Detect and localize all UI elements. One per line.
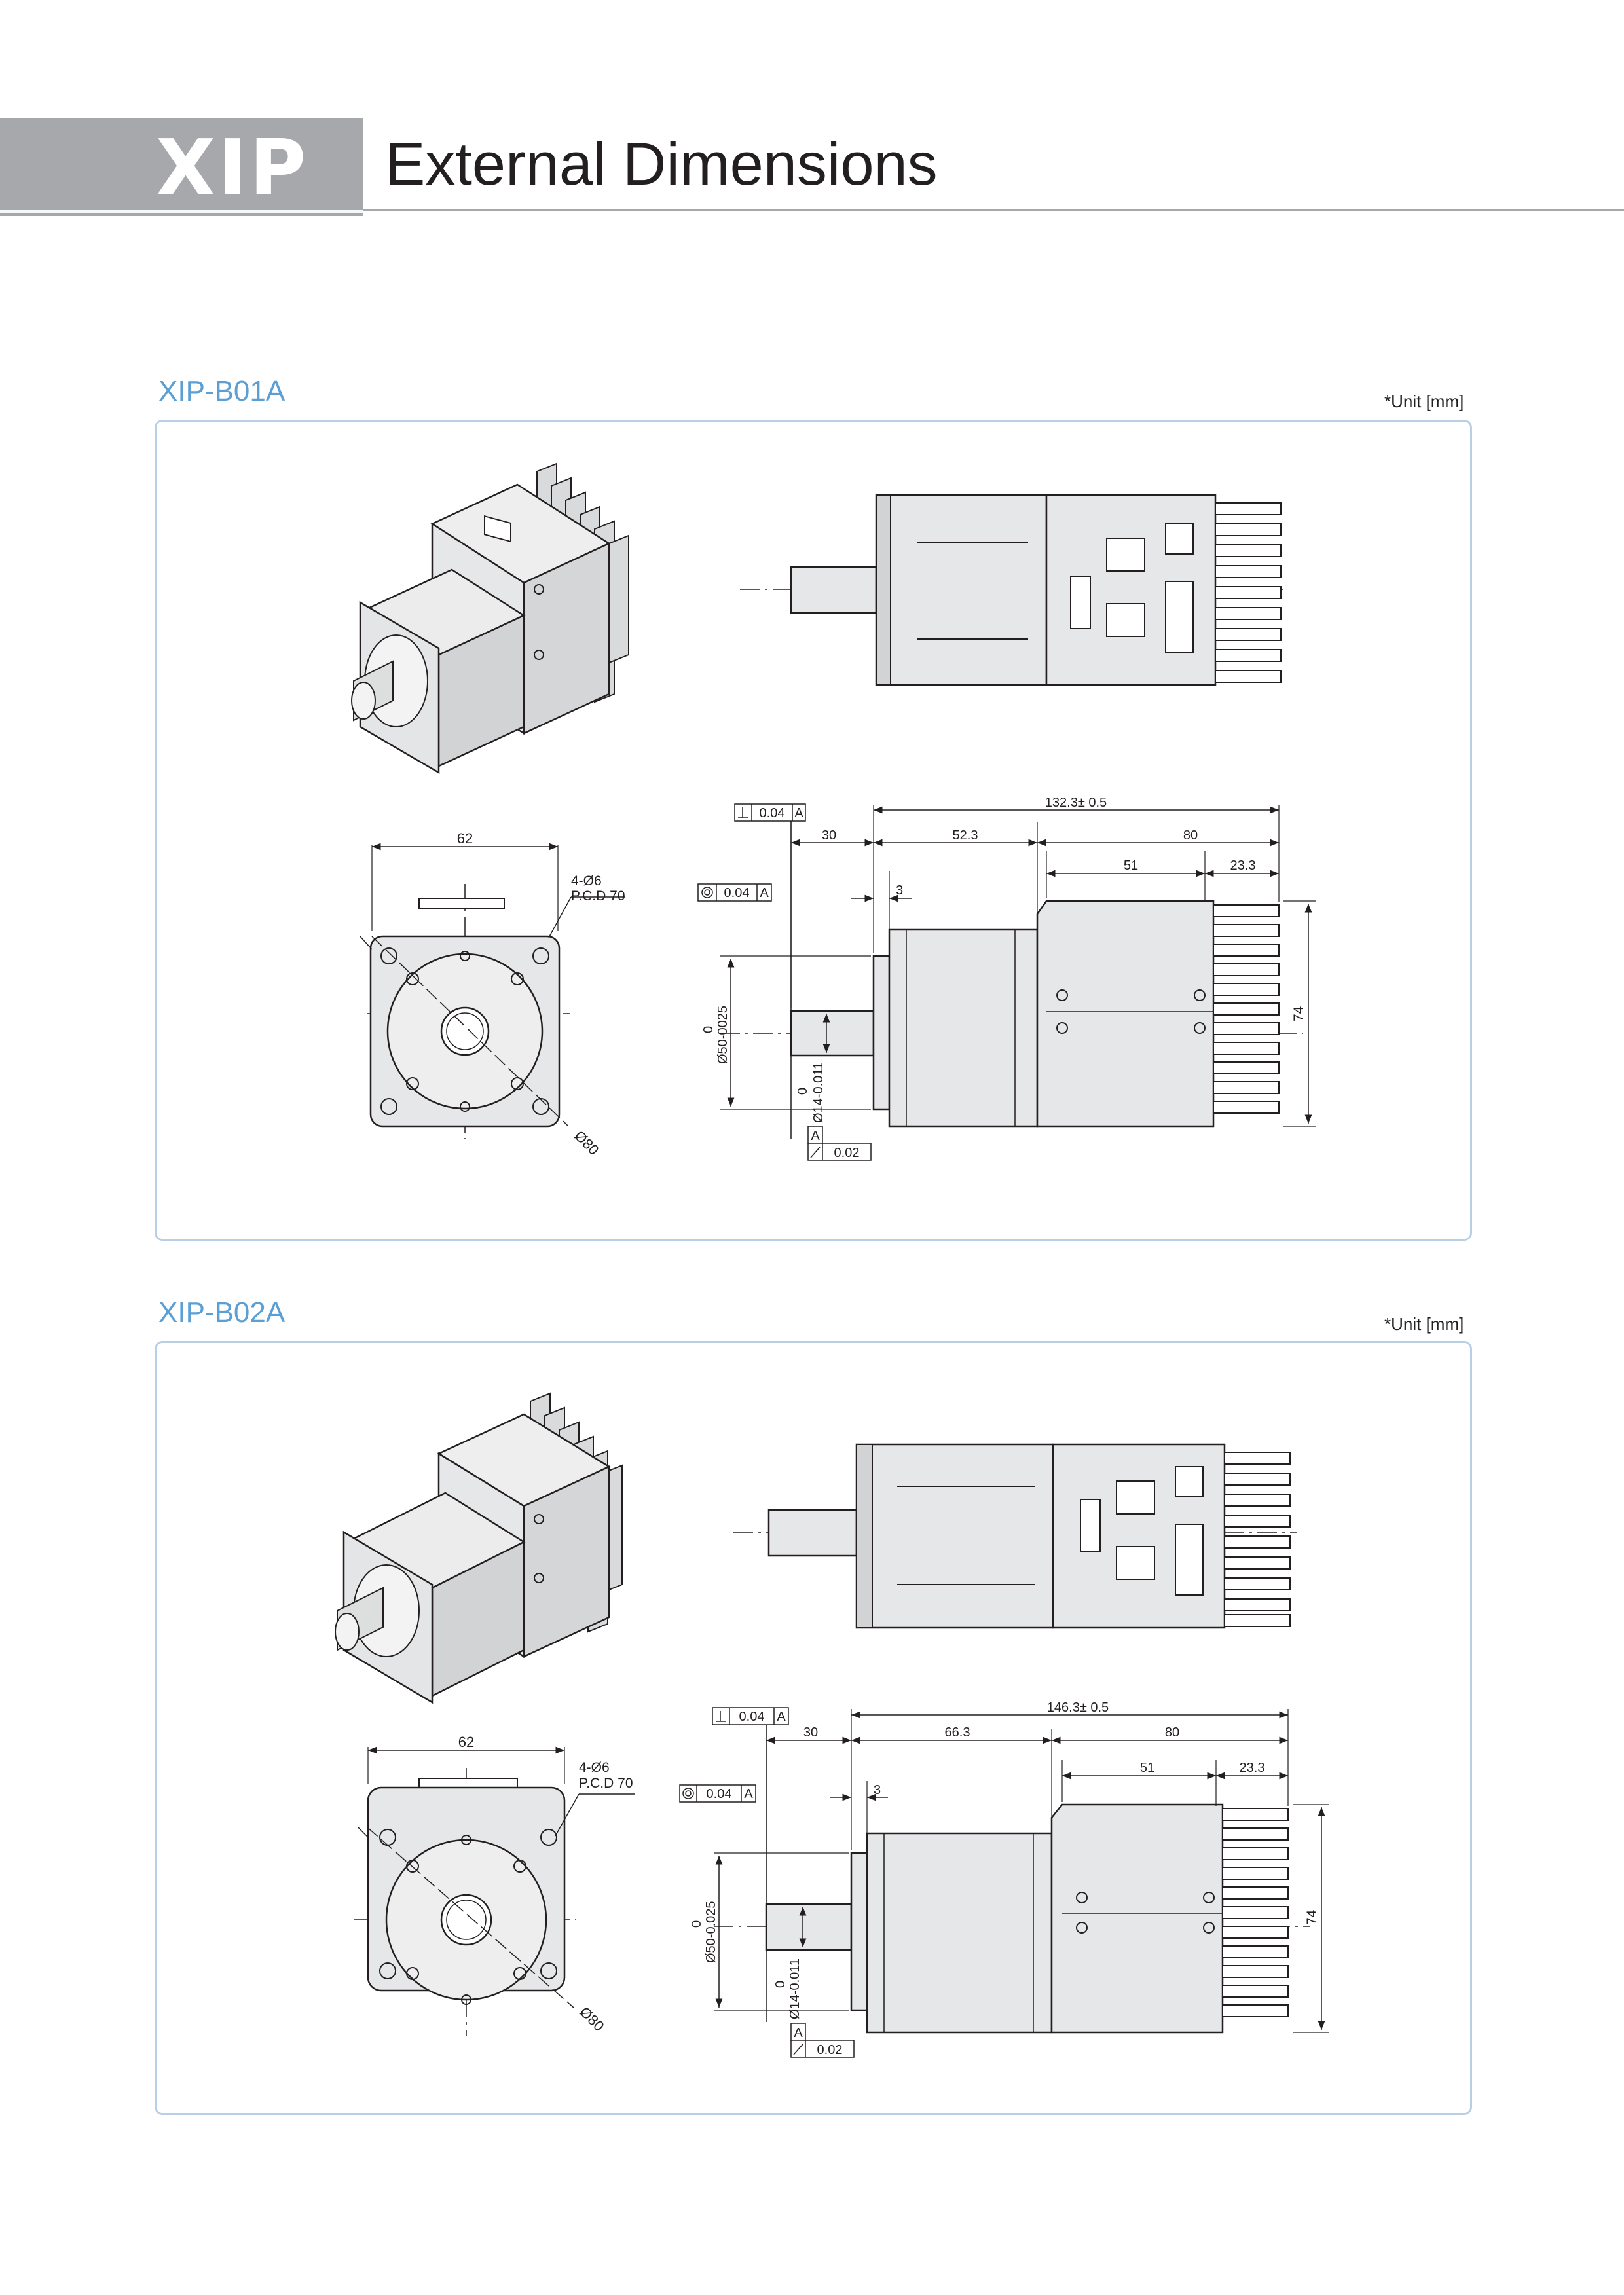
drive-top-view: [740, 494, 1283, 686]
series-code: XIP: [156, 122, 309, 213]
pilot-tol-label: 0: [701, 1026, 716, 1033]
front-holes-label: 4-Ø6: [571, 873, 602, 889]
conc-datum: A: [760, 886, 769, 900]
model-title-b01a: XIP-B01A: [158, 375, 286, 407]
front-pcd-label: P.C.D 70: [571, 889, 625, 904]
perp-datum: A: [794, 806, 803, 820]
box-length-label: 51: [1124, 858, 1138, 873]
height-label: 74: [1291, 1006, 1306, 1021]
shaft-dia-label: Ø14-0.011: [788, 1958, 802, 2019]
conc-tol-value: 0.04: [707, 1787, 732, 1801]
runout-tol-value: 0.02: [817, 2043, 843, 2057]
shaft-tol-label: 0: [796, 1088, 810, 1095]
pilot-tol-label: 0: [690, 1920, 704, 1928]
header-block-underline: [0, 210, 363, 213]
runout-datum: A: [794, 2026, 803, 2040]
runout-datum: A: [811, 1129, 820, 1143]
conc-tol-value: 0.04: [724, 886, 750, 900]
front-width-label: 62: [458, 1734, 474, 1750]
header-block: [0, 118, 363, 216]
front-holes-label: 4-Ø6: [579, 1760, 610, 1775]
page-title: External Dimensions: [385, 131, 938, 198]
step-label: 3: [896, 883, 903, 898]
height-label: 74: [1304, 1909, 1320, 1925]
drive-top-view: [733, 1443, 1297, 1629]
step-label: 3: [874, 1783, 881, 1797]
fins-length-label: 23.3: [1230, 858, 1256, 873]
model-title-b02a: XIP-B02A: [158, 1296, 286, 1329]
header-rule: [363, 209, 1624, 211]
pilot-dia-label: Ø50-0.025: [704, 1901, 718, 1963]
front-pcd-label: P.C.D 70: [579, 1776, 633, 1791]
motor-length-label: 52.3: [953, 828, 978, 843]
shaft-length-label: 30: [803, 1725, 818, 1740]
shaft-tol-label: 0: [773, 1981, 788, 1988]
unit-note-b02a: *Unit [mm]: [1384, 1314, 1464, 1334]
drive-length-label: 80: [1165, 1725, 1179, 1740]
motor-isometric-view: [335, 1392, 623, 1704]
motor-side-view: [679, 1707, 1329, 2058]
motor-side-view: [697, 803, 1316, 1161]
perp-tol-value: 0.04: [760, 806, 785, 820]
overall-length-label: 132.3± 0.5: [1045, 796, 1107, 810]
front-diag-label: Ø80: [571, 1128, 602, 1158]
front-diag-label: Ø80: [576, 2004, 607, 2034]
conc-datum: A: [744, 1787, 753, 1801]
shaft-length-label: 30: [822, 828, 836, 843]
pilot-dia-label: Ø50-0025: [716, 1006, 730, 1064]
front-width-label: 62: [457, 830, 473, 847]
perp-tol-value: 0.04: [739, 1710, 765, 1724]
motor-isometric-view: [351, 462, 629, 775]
box-length-label: 51: [1140, 1761, 1154, 1775]
overall-length-label: 146.3± 0.5: [1047, 1700, 1109, 1715]
fins-length-label: 23.3: [1240, 1761, 1265, 1775]
flange-front-view: [360, 843, 625, 1139]
drive-length-label: 80: [1183, 828, 1198, 843]
unit-note-b01a: *Unit [mm]: [1384, 392, 1464, 411]
runout-tol-value: 0.02: [834, 1146, 860, 1160]
shaft-dia-label: Ø14-0.011: [811, 1062, 826, 1123]
flange-front-view: [354, 1746, 635, 2036]
motor-length-label: 66.3: [945, 1725, 970, 1740]
perp-datum: A: [777, 1710, 786, 1724]
